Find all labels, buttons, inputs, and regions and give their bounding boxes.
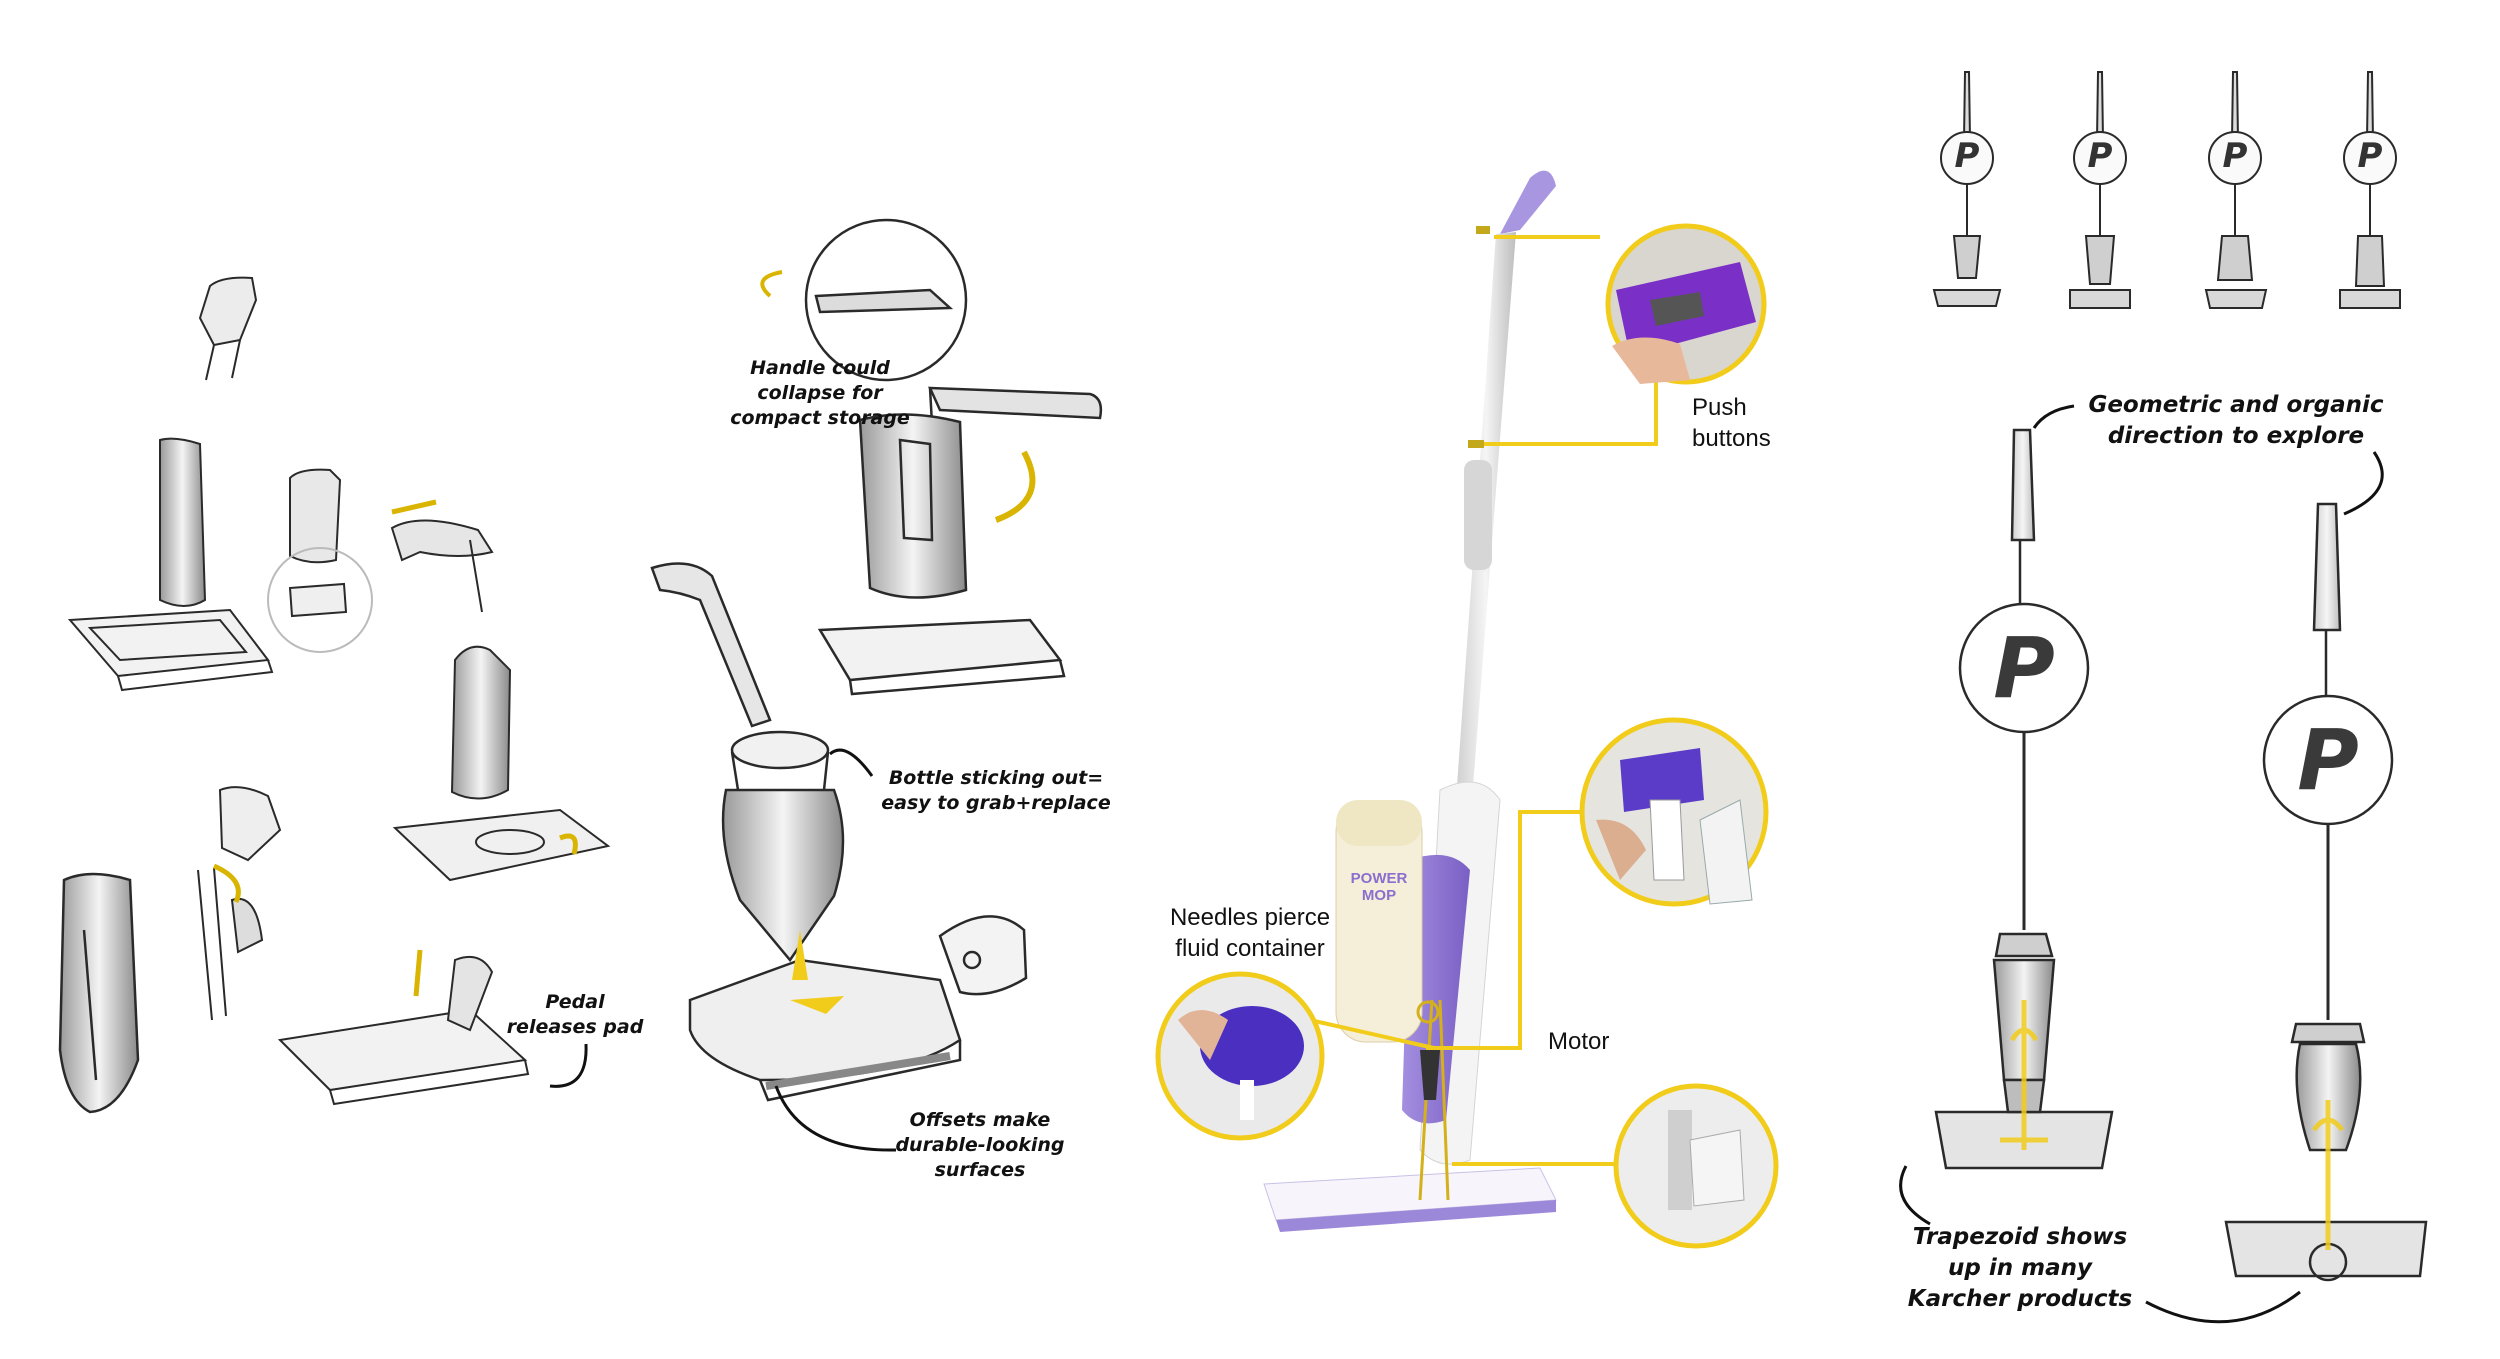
sketch-pad-circle — [938, 915, 1028, 996]
callout-line: Push — [1692, 394, 1747, 421]
sketch-arrow-bottle — [829, 748, 874, 777]
arrow-trapezoid-up — [1899, 1165, 1931, 1226]
note-bottle: Bottle sticking out= easy to grab+replac… — [876, 766, 1116, 816]
note-line: surfaces — [934, 1159, 1026, 1181]
sketch-arrow-left-pair — [391, 499, 437, 515]
sketch-tray-base — [67, 437, 274, 692]
mop-photo — [1263, 170, 1557, 1232]
mini-concept-1 — [1932, 71, 2002, 307]
photo-motor-bottom — [1613, 1083, 1779, 1249]
note-handle-collapse: Handle could collapse for compact storag… — [700, 356, 940, 431]
arrow-direction-right — [2343, 451, 2384, 516]
sketch-pedal-base — [277, 956, 530, 1106]
concept-organic-highlight — [2311, 1100, 2345, 1250]
note-line: releases pad — [506, 1016, 644, 1038]
mini-concepts — [1932, 71, 2401, 309]
photo-push-buttons — [1605, 223, 1767, 385]
sketch-handle-lobe — [392, 645, 611, 882]
logo-p-mini-1: P — [1954, 136, 1980, 176]
sketch-arrow-lobe — [559, 833, 578, 855]
note-line: easy to grab+replace — [881, 792, 1111, 814]
sketch-detail-circle — [804, 218, 968, 382]
concept-organic — [2224, 502, 2428, 1282]
note-line: Bottle sticking out= — [888, 767, 1104, 789]
logo-p-geometric: P — [1993, 619, 2055, 717]
callout-line: buttons — [1692, 425, 1771, 452]
mini-concept-4 — [2339, 71, 2401, 309]
bottle-label-line: POWER — [1350, 870, 1408, 887]
bottle-label-line: MOP — [1361, 887, 1397, 904]
sketch-handle-top — [198, 276, 258, 381]
note-offsets: Offsets make durable-looking surfaces — [880, 1108, 1080, 1183]
logo-p-organic: P — [2297, 711, 2359, 809]
sketch-arrow-grip — [212, 863, 241, 904]
logo-p-mini-4: P — [2357, 136, 2383, 176]
note-trapezoid: Trapezoid shows up in many Karcher produ… — [1900, 1222, 2140, 1315]
note-line: Trapezoid shows — [1912, 1224, 2128, 1250]
photo-needles — [1155, 971, 1325, 1141]
arrow-trapezoid-right — [2145, 1290, 2301, 1324]
sketch-yellow-pad — [790, 996, 844, 1014]
note-direction: Geometric and organic direction to explo… — [2086, 390, 2386, 452]
note-line: Handle could — [750, 357, 890, 379]
sketch-arrow-collapse — [994, 450, 1036, 523]
note-pedal: Pedal releases pad — [500, 990, 650, 1040]
sketch-bottle-mop — [650, 562, 962, 1102]
note-line: Karcher products — [1907, 1286, 2133, 1312]
arrow-direction-left — [2032, 404, 2075, 429]
sketch-grip-hands — [197, 786, 282, 1021]
logo-p-mini-2: P — [2087, 136, 2113, 176]
sketch-small-parts — [267, 468, 494, 653]
note-line: collapse for — [757, 382, 883, 404]
note-line: Offsets make — [909, 1109, 1051, 1131]
sketch-tall-handle — [58, 872, 140, 1114]
mini-concept-3 — [2204, 71, 2268, 309]
note-line: Geometric and organic — [2088, 392, 2384, 418]
note-line: direction to explore — [2107, 423, 2365, 449]
callout-motor: Motor — [1548, 1028, 1610, 1055]
callout-needles: Needles pierce fluid container — [1150, 902, 1350, 964]
note-line: up in many — [1948, 1255, 2092, 1281]
note-line: compact storage — [730, 407, 910, 429]
sketch-bottle-yellow — [792, 930, 808, 980]
note-line: durable-looking — [895, 1134, 1065, 1156]
callout-line: fluid container — [1175, 935, 1325, 962]
callout-connectors — [1309, 235, 1658, 1166]
note-line: Pedal — [545, 991, 605, 1013]
callout-push-buttons: Push buttons — [1692, 392, 1771, 454]
sketch-arrow-offsets — [774, 1085, 897, 1152]
logo-p-mini-3: P — [2222, 136, 2248, 176]
bottle-label: POWER MOP — [1340, 870, 1418, 904]
mini-concept-2 — [2069, 71, 2131, 309]
sketch-arrow-pedal-note — [549, 1043, 588, 1088]
sketch-collapsed-mop — [817, 386, 1103, 696]
concept-geometric-highlight — [2000, 1000, 2048, 1150]
callout-line: Needles pierce — [1169, 904, 1331, 931]
sketch-arrow-circle — [760, 270, 783, 298]
sketch-arrow-pedal — [413, 949, 423, 997]
photo-motor — [1579, 717, 1769, 907]
